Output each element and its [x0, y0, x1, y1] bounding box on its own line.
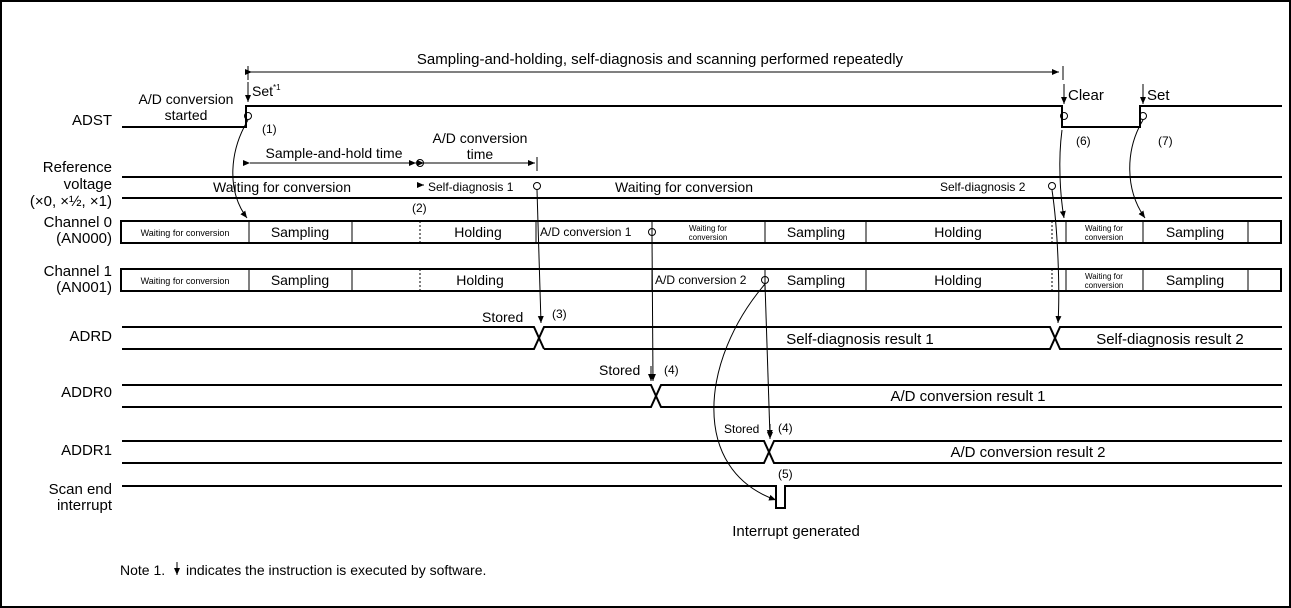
label-reference-2: voltage [64, 176, 112, 193]
ch0-wait2-1: Waiting for [689, 224, 727, 233]
reference-wait-1: Waiting for conversion [213, 179, 351, 195]
marker-6: (6) [1076, 134, 1091, 148]
ch1-wait2-1: Waiting for [1085, 272, 1123, 281]
adrd-selfdiag-result-2: Self-diagnosis result 2 [1096, 331, 1244, 348]
marker-4b: (4) [778, 421, 793, 435]
scan-end-waveform [122, 485, 1282, 509]
event-circle-4b [761, 276, 769, 284]
adst-waveform [122, 105, 1282, 128]
conv-time-1: A/D conversion [433, 130, 528, 146]
event-circle-3b [1048, 182, 1056, 190]
interrupt-generated: Interrupt generated [732, 523, 860, 540]
sample-hold-end-circle [416, 159, 424, 167]
event-circle-3 [533, 182, 541, 190]
marker-2: (2) [412, 201, 427, 215]
channel0-dividers [248, 221, 1249, 243]
marker-4a: (4) [664, 363, 679, 377]
addr1-bus [122, 440, 1282, 464]
event-circle-1 [244, 112, 252, 120]
conv-time-2: time [467, 146, 494, 162]
addr1-result: A/D conversion result 2 [950, 444, 1105, 461]
ch0-sampling-3: Sampling [1166, 224, 1224, 240]
ch0-holding-2: Holding [934, 224, 981, 240]
label-scan-end-1: Scan end [49, 481, 112, 498]
ch1-sampling-3: Sampling [1166, 272, 1224, 288]
adst-started-2: started [165, 107, 208, 123]
adrd-bus [122, 326, 1282, 350]
label-reference-3: (×0, ×½, ×1) [30, 193, 112, 210]
ch1-sampling-2: Sampling [787, 272, 845, 288]
label-channel1-2: (AN001) [56, 279, 112, 296]
label-addr0: ADDR0 [61, 384, 112, 401]
ch1-wait2-2: conversion [1085, 281, 1124, 290]
reference-wait-2: Waiting for conversion [615, 179, 753, 195]
label-reference-1: Reference [43, 159, 112, 176]
label-channel0-1: Channel 0 [44, 214, 112, 231]
ch0-wait: Waiting for conversion [141, 228, 230, 238]
label-addr1: ADDR1 [61, 442, 112, 459]
marker-3: (3) [552, 307, 567, 321]
note-text: indicates the instruction is executed by… [186, 562, 486, 578]
ch0-wait3-2: conversion [1085, 233, 1124, 242]
ch0-conv: A/D conversion 1 [540, 225, 632, 239]
ch1-holding-1: Holding [456, 272, 503, 288]
sample-hold-time: Sample-and-hold time [266, 145, 403, 161]
adst-started-1: A/D conversion [139, 91, 234, 107]
ch1-wait: Waiting for conversion [141, 276, 230, 286]
label-adrd: ADRD [69, 328, 112, 345]
note-prefix: Note 1. [120, 562, 165, 578]
causal-arrows [232, 119, 1146, 501]
banner-text: Sampling-and-holding, self-diagnosis and… [417, 51, 904, 68]
label-adst: ADST [72, 112, 112, 129]
adrd-stored: Stored [482, 309, 523, 325]
ch0-holding-1: Holding [454, 224, 501, 240]
event-circle-6 [1060, 112, 1068, 120]
marker-5: (5) [778, 467, 793, 481]
ch0-wait2-2: conversion [689, 233, 728, 242]
addr0-bus [122, 384, 1282, 408]
label-channel0-2: (AN000) [56, 230, 112, 247]
event-circle-4a [648, 228, 656, 236]
adst-clear: Clear [1068, 87, 1104, 104]
event-circle-7 [1139, 112, 1147, 120]
marker-7: (7) [1158, 134, 1173, 148]
ch1-sampling-1: Sampling [271, 272, 329, 288]
adrd-selfdiag-result-1: Self-diagnosis result 1 [786, 331, 934, 348]
ch0-wait3-1: Waiting for [1085, 224, 1123, 233]
addr1-stored: Stored [724, 422, 759, 436]
label-scan-end-2: interrupt [57, 497, 113, 514]
channel1-bus [120, 268, 1282, 292]
ch1-holding-2: Holding [934, 272, 981, 288]
label-channel1-1: Channel 1 [44, 263, 112, 280]
ch0-sampling-2: Sampling [787, 224, 845, 240]
reference-selfdiag-1: Self-diagnosis 1 [428, 180, 514, 194]
marker-1: (1) [262, 122, 277, 136]
channel0-bus [120, 220, 1282, 244]
ch1-conv: A/D conversion 2 [655, 273, 747, 287]
addr0-stored: Stored [599, 362, 640, 378]
addr0-result: A/D conversion result 1 [890, 388, 1045, 405]
adst-set: Set [1147, 87, 1170, 104]
adst-set-note: Set*1 [252, 83, 281, 99]
reference-selfdiag-2: Self-diagnosis 2 [940, 180, 1026, 194]
ch0-sampling-1: Sampling [271, 224, 329, 240]
